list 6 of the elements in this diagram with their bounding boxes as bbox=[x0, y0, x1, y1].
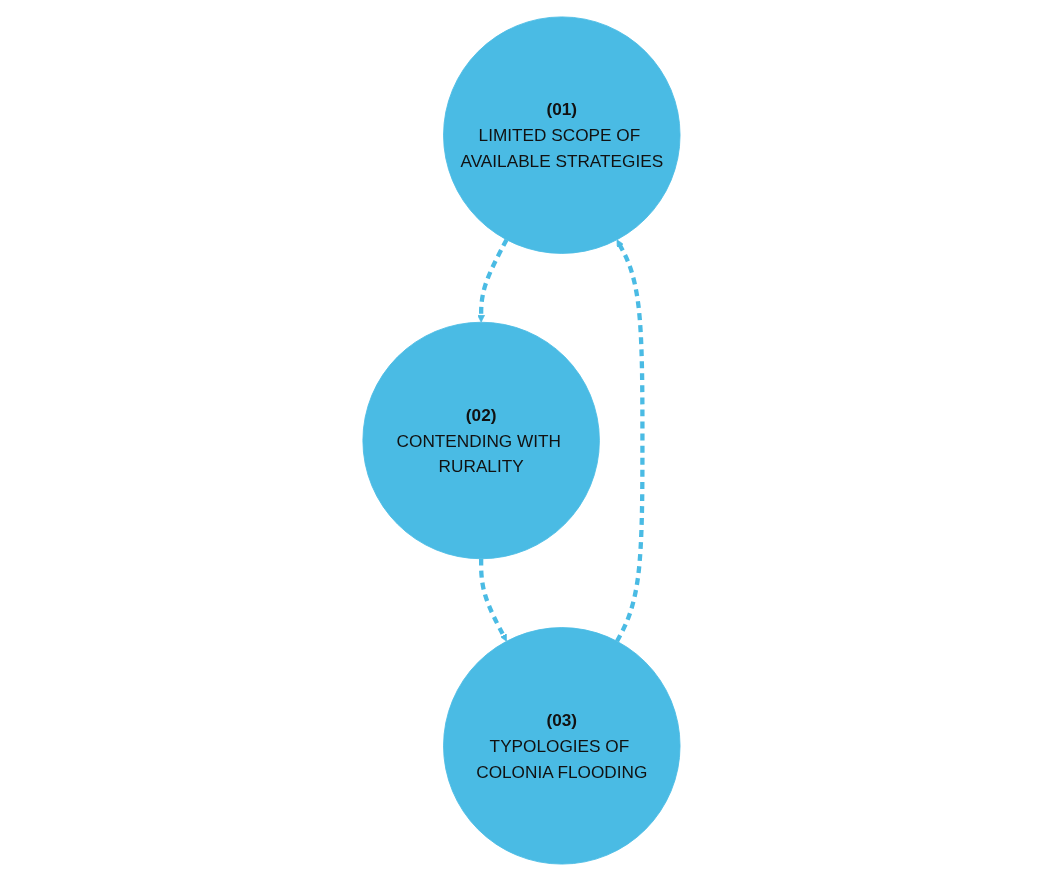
arrow bbox=[614, 239, 645, 643]
node-circle: (02) CONTENDING WITH RURALITY bbox=[362, 321, 600, 560]
arrow bbox=[476, 238, 508, 323]
node-circle: (01) LIMITED SCOPE OF AVAILABLE STRATEGIES bbox=[442, 16, 680, 254]
arrow bbox=[478, 558, 507, 642]
node-circle: (03) TYPOLOGIES OF COLONIA FLOODING bbox=[442, 627, 680, 865]
